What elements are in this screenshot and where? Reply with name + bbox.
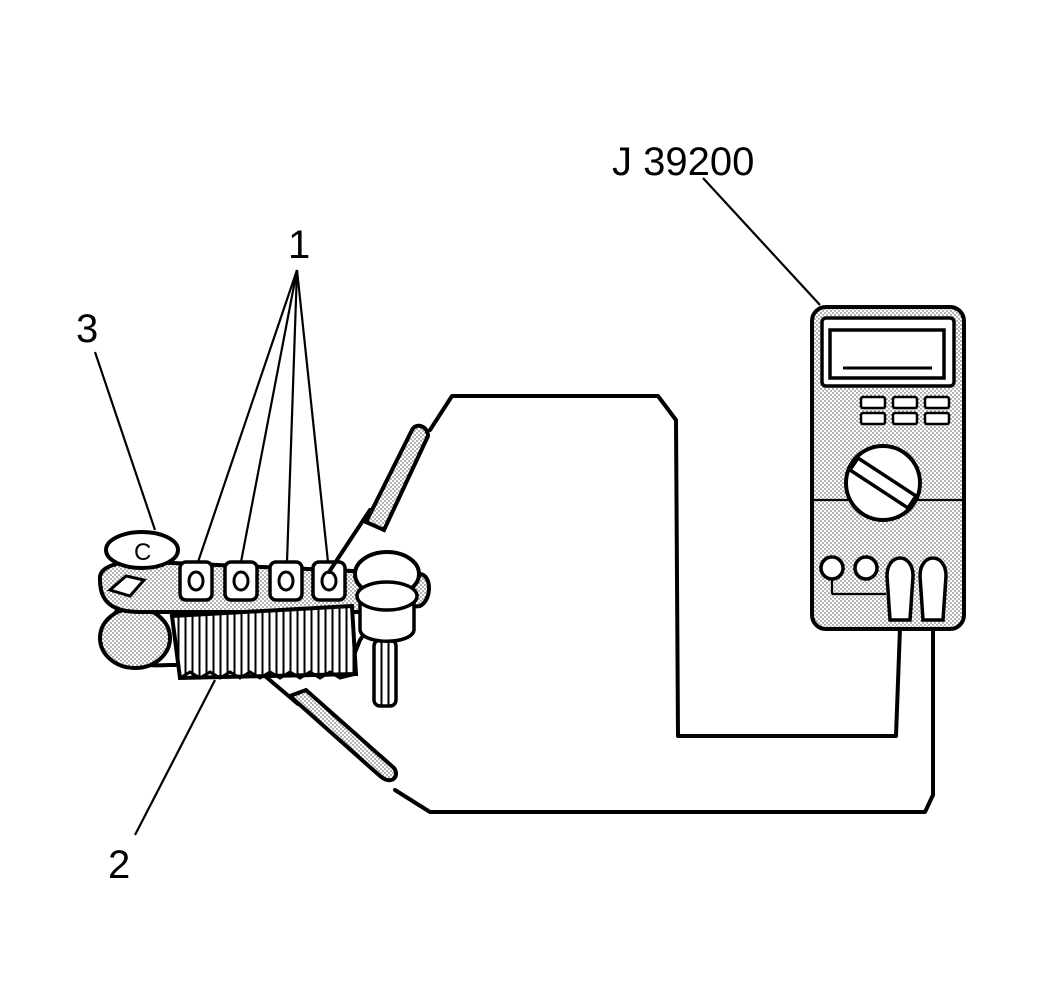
rotary-selector <box>844 444 922 522</box>
terminal <box>268 560 304 602</box>
terminal <box>311 560 347 602</box>
rectifier-bridge-icon: C <box>97 530 431 708</box>
test-leads <box>393 394 935 814</box>
callout-tool-number: J 39200 <box>612 140 754 184</box>
callout-rectifier-bridge: 3 <box>76 307 98 351</box>
test-probe-icon <box>327 423 431 574</box>
callout-heat-sink: 2 <box>108 843 130 887</box>
terminal <box>223 560 259 602</box>
heat-sink-icon <box>169 603 359 681</box>
rectifier-mark: C <box>134 539 151 566</box>
meter-buttons <box>859 395 951 426</box>
leader-lines <box>93 177 821 836</box>
callout-terminals: 1 <box>288 223 310 267</box>
input-jacks <box>819 555 948 622</box>
digital-multimeter-icon <box>810 305 966 631</box>
terminal <box>178 560 214 602</box>
output-stud <box>353 550 421 708</box>
test-probe-icon <box>263 674 399 783</box>
